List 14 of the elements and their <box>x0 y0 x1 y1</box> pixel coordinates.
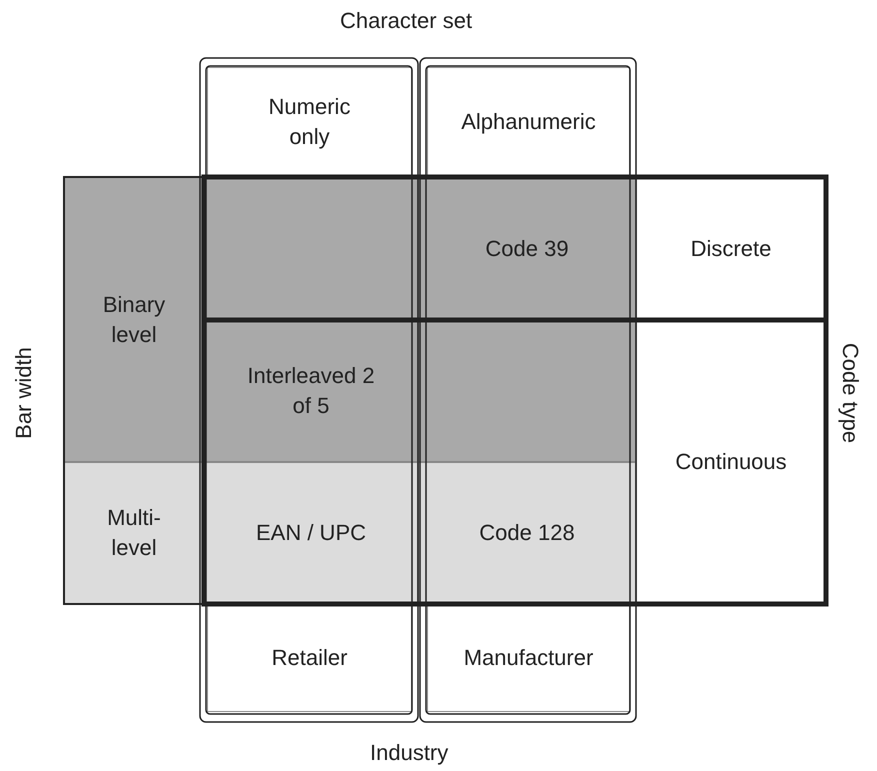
grid-cell: Code 39 <box>418 177 636 320</box>
axis-title: Bar width <box>10 347 37 439</box>
grid-cell: Code 128 <box>418 462 636 604</box>
column-footer: Retailer <box>207 604 412 712</box>
column-header: Numeric only <box>207 67 412 177</box>
axis-title: Character set <box>340 8 472 34</box>
row-header: Multi-level <box>64 462 204 604</box>
row-header: Binary level <box>64 177 204 462</box>
grid-cell: EAN / UPC <box>204 462 418 604</box>
grid-cell: Interleaved 2 of 5 <box>204 320 418 462</box>
column-header: Alphanumeric <box>427 67 630 177</box>
axis-title: Code type <box>837 342 864 444</box>
axis-title: Industry <box>370 740 448 766</box>
column-footer: Manufacturer <box>427 604 630 712</box>
